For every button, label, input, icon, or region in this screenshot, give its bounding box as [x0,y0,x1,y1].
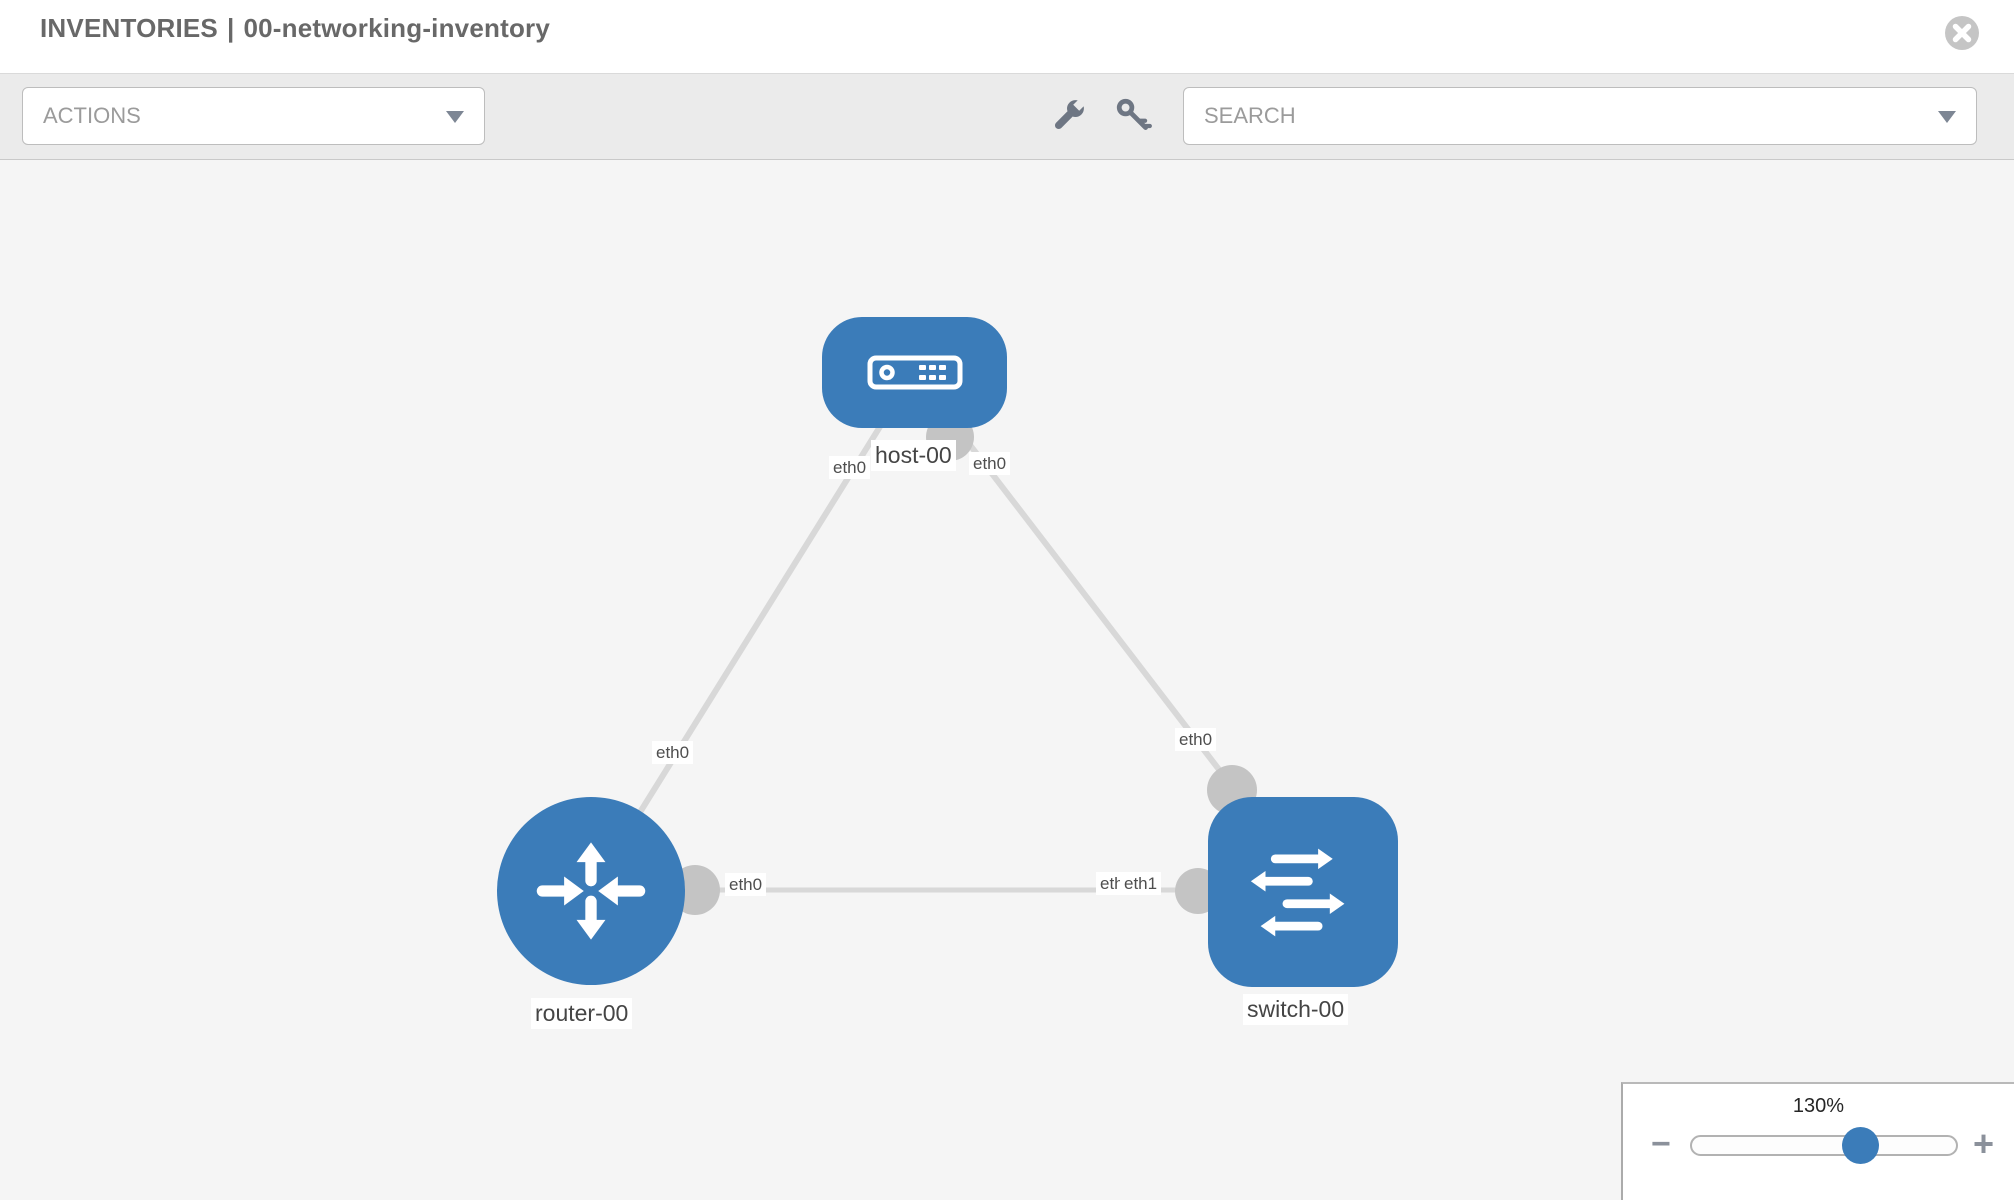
close-button[interactable] [1944,15,1980,51]
zoom-panel: 130% − + [1621,1082,2014,1200]
switch-icon [1250,848,1344,936]
zoom-slider[interactable] [1690,1127,1958,1164]
topology-links-layer [588,370,1300,915]
title-separator: | [226,13,235,43]
actions-dropdown-label: ACTIONS [43,103,141,128]
interface-label: eth0 [652,741,694,765]
topology-canvas[interactable]: eth0 eth0 eth0 eth0 eth0 eth0 eth1 host-… [0,160,2014,1200]
interface-label: eth0 [969,452,1011,476]
interface-label: eth0 [829,456,871,480]
router-icon [536,842,646,940]
search-dropdown[interactable]: SEARCH [1183,87,1977,145]
node-label-router-00: router-00 [531,998,633,1029]
header: INVENTORIES | 00-networking-inventory [0,0,2014,73]
interface-label: eth0 [1175,728,1217,752]
chevron-down-icon [1938,111,1956,123]
search-dropdown-label: SEARCH [1204,103,1296,128]
node-host-00[interactable] [822,317,1007,428]
key-icon [1116,98,1152,130]
zoom-out-button[interactable]: − [1651,1125,1671,1163]
close-icon [1945,16,1979,50]
node-switch-00[interactable] [1208,797,1398,987]
node-router-00[interactable] [497,797,685,985]
breadcrumb-section: INVENTORIES [40,13,218,43]
zoom-slider-row: − + [1623,1123,2014,1168]
node-label-switch-00: switch-00 [1243,994,1349,1025]
chevron-down-icon [446,111,464,123]
breadcrumb-inventory-name: 00-networking-inventory [243,13,551,43]
credentials-button[interactable] [1114,97,1154,137]
node-label-host-00: host-00 [871,440,956,471]
interface-label: eth0 [725,873,767,897]
host-icon [867,355,962,390]
wrench-icon [1054,98,1086,130]
zoom-slider-thumb[interactable] [1842,1127,1880,1164]
configure-button[interactable] [1048,97,1088,137]
zoom-level-value: 130% [1792,1095,1845,1117]
zoom-in-button[interactable]: + [1972,1123,1994,1164]
page-title: INVENTORIES | 00-networking-inventory [40,13,550,44]
toolbar: ACTIONS SEARCH [0,73,2014,160]
interface-label: eth1 [1120,872,1162,896]
actions-dropdown[interactable]: ACTIONS [22,87,485,145]
